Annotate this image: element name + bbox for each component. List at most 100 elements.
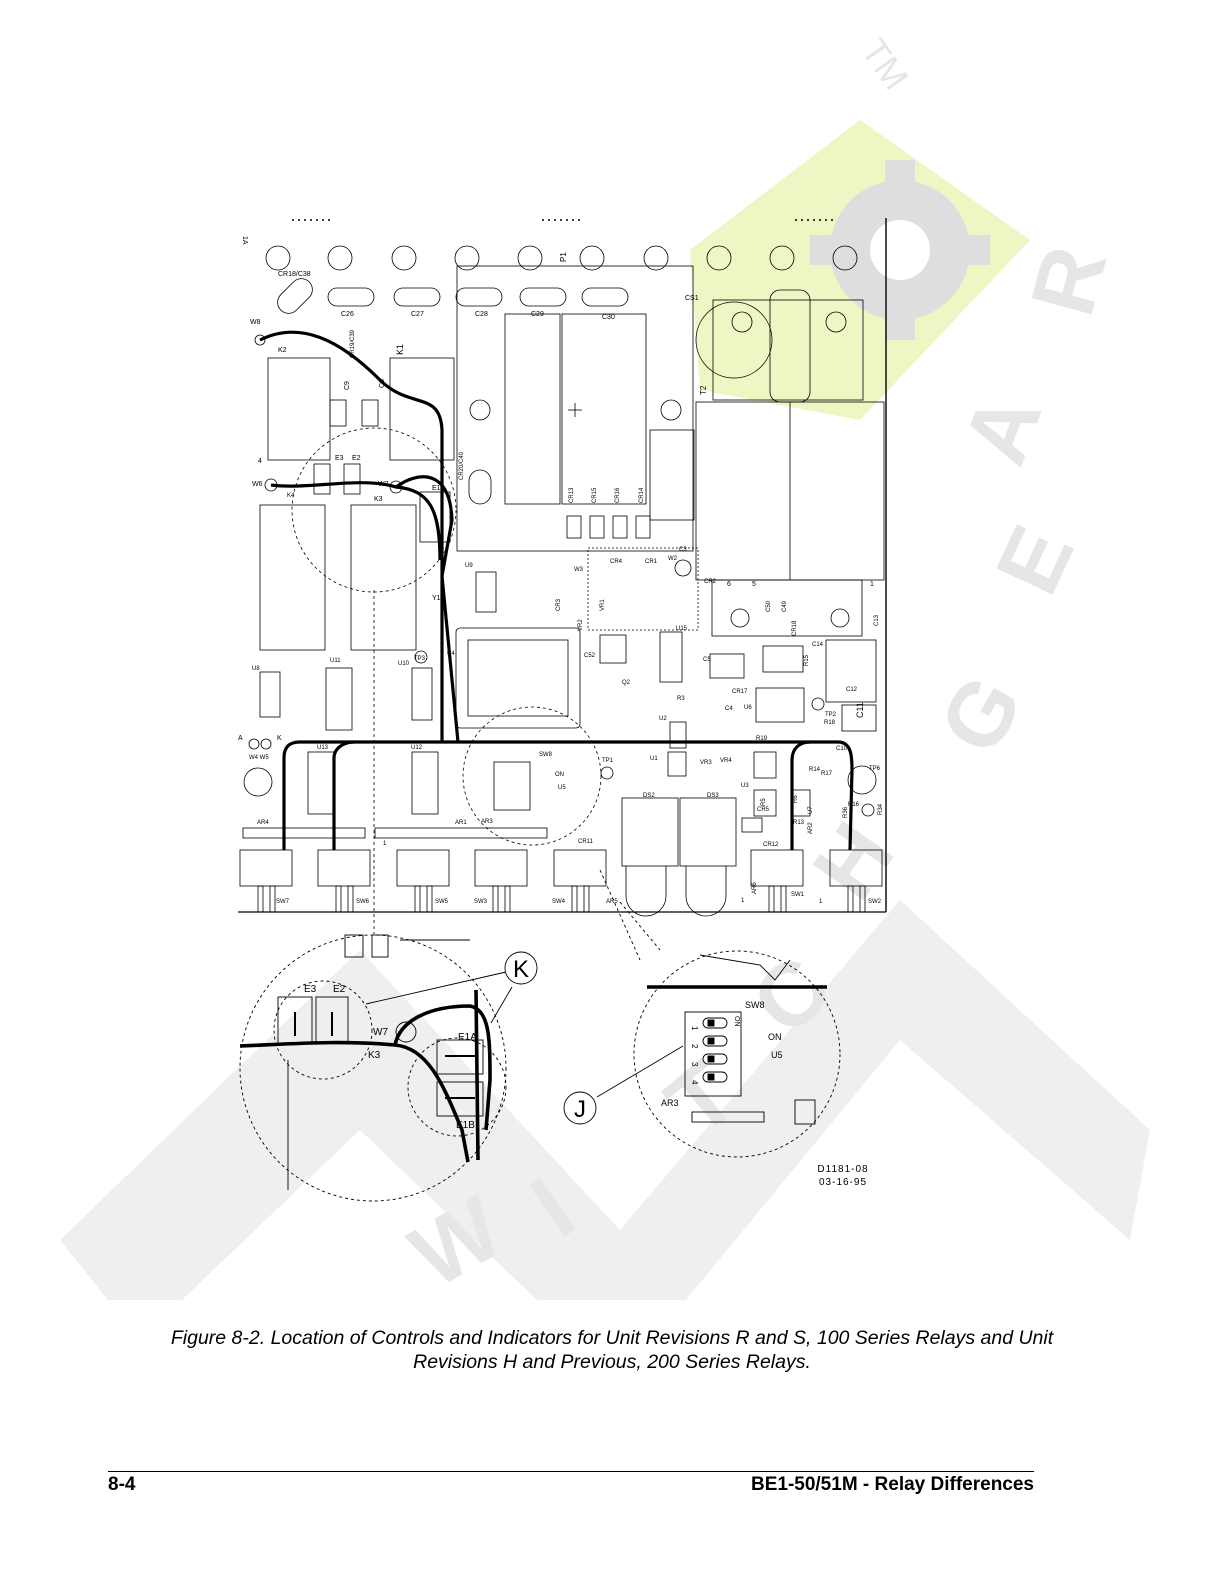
watermark-letter: G [921,659,1043,770]
ic-chips [259,571,811,817]
board-label: R16 [848,802,860,808]
board-label: CR13 [569,487,575,503]
board-label: DS3 [707,793,719,799]
board-label: DS2 [643,793,655,799]
board-label: CR18 [792,620,798,636]
board-label: CR3 [556,598,562,611]
board-label: SW6 [356,899,370,905]
board-label: Y1 [432,595,441,602]
board-label: W3 [574,567,584,573]
board-label: U4 [447,651,455,657]
board-label: U5 [558,785,566,791]
drawing-number: D1181-08 [817,1164,868,1175]
board-label: 1A [241,236,248,245]
board-label: 4 [258,458,262,465]
board-label: 1 [819,899,823,905]
board-label: TP3 [414,656,426,662]
board-label: SW3 [474,899,488,905]
detail-k-label: W7 [373,1027,388,1038]
board-label: C49 [782,600,788,612]
board-label: C50 [766,600,772,612]
board-label: AR5 [606,899,618,905]
board-label: C10 [836,746,848,752]
board-label: C4 [725,706,733,712]
board-label: K2 [278,347,287,354]
board-label: 1 [383,841,387,847]
board-label: U3 [741,783,749,789]
board-label: VR4 [720,758,732,764]
detail-j-label: U5 [771,1050,783,1060]
board-label: W7 [378,481,389,488]
callout-j-label: J [574,1096,586,1123]
board-label: VR2 [578,619,584,631]
board-label: CR11 [578,839,594,845]
board-label: ON [555,772,564,778]
board-label: CR17 [732,689,748,695]
board-label: CS1 [685,295,699,302]
board-label: U10 [398,661,410,667]
board-label: U6 [744,705,752,711]
detail-k-label: E3 [304,984,317,995]
board-label: C11 [855,702,865,718]
board-label: W2 [668,556,678,562]
dip-switch-number: 4 [690,1080,699,1085]
board-label: C27 [411,311,424,318]
board-label: C13 [874,614,880,626]
board-label: C26 [341,311,354,318]
board-label: W6 [252,481,263,488]
board-label: C52 [584,653,596,659]
board-label: U11 [330,658,341,664]
board-label: AR6 [752,882,758,894]
board-label: R15 [804,654,810,666]
dip-switch-number: 2 [690,1044,699,1049]
wire-harness [259,330,854,851]
board-label: C12 [846,687,858,693]
board-label: U15 [676,626,688,632]
board-label: SW8 [539,752,553,758]
board-label: CR5 [757,807,770,813]
board-label: K4 [287,493,295,499]
capacitor-row [277,278,629,314]
board-label: K [277,735,282,742]
watermark-letter: S [315,1296,417,1300]
board-label: R6 [793,795,799,803]
board-label: 1 [870,581,874,588]
board-label: C5 [703,657,711,663]
board-label: AR2 [808,822,814,834]
board-label: U9 [465,563,473,569]
board-label: U8 [252,666,260,672]
board-label: SW5 [435,899,449,905]
detail-k-label: K3 [368,1050,381,1061]
dip-switch-number: 3 [690,1062,699,1067]
board-label: CR4 [610,559,623,565]
board-label: VR1 [600,599,606,611]
board-label: CR2 [704,579,717,585]
terminal-holes [265,245,858,271]
board-label: R3 [677,696,685,702]
board-label: C9 [344,381,351,390]
board-label: CR14 [639,487,645,503]
board-label: CR15 [592,487,598,503]
board-label: TP6 [869,766,881,772]
detail-j-label: ON [733,1016,740,1027]
detail-j-label: ON [768,1032,782,1042]
drawing-date: 03-16-95 [819,1177,867,1188]
board-label: CR12 [763,842,779,848]
board-label: 6 [727,581,731,588]
board-label: W8 [250,319,261,326]
board-label: E1 [432,485,441,492]
watermark-trademark: TM [853,31,916,97]
board-label: E3 [335,455,344,462]
section-title: BE1-50/51M - Relay Differences [750,1474,1034,1495]
watermark: SWITCHGEARTM [60,31,1150,1300]
board-label: AR1 [455,820,467,826]
board-label: SW7 [276,899,290,905]
board-label: R18 [824,720,836,726]
board-label: R14 [809,767,821,773]
board-label: VR3 [700,760,712,766]
watermark-letter: E [977,512,1093,609]
board-label: U12 [411,745,423,751]
board-label: C14 [812,642,824,648]
